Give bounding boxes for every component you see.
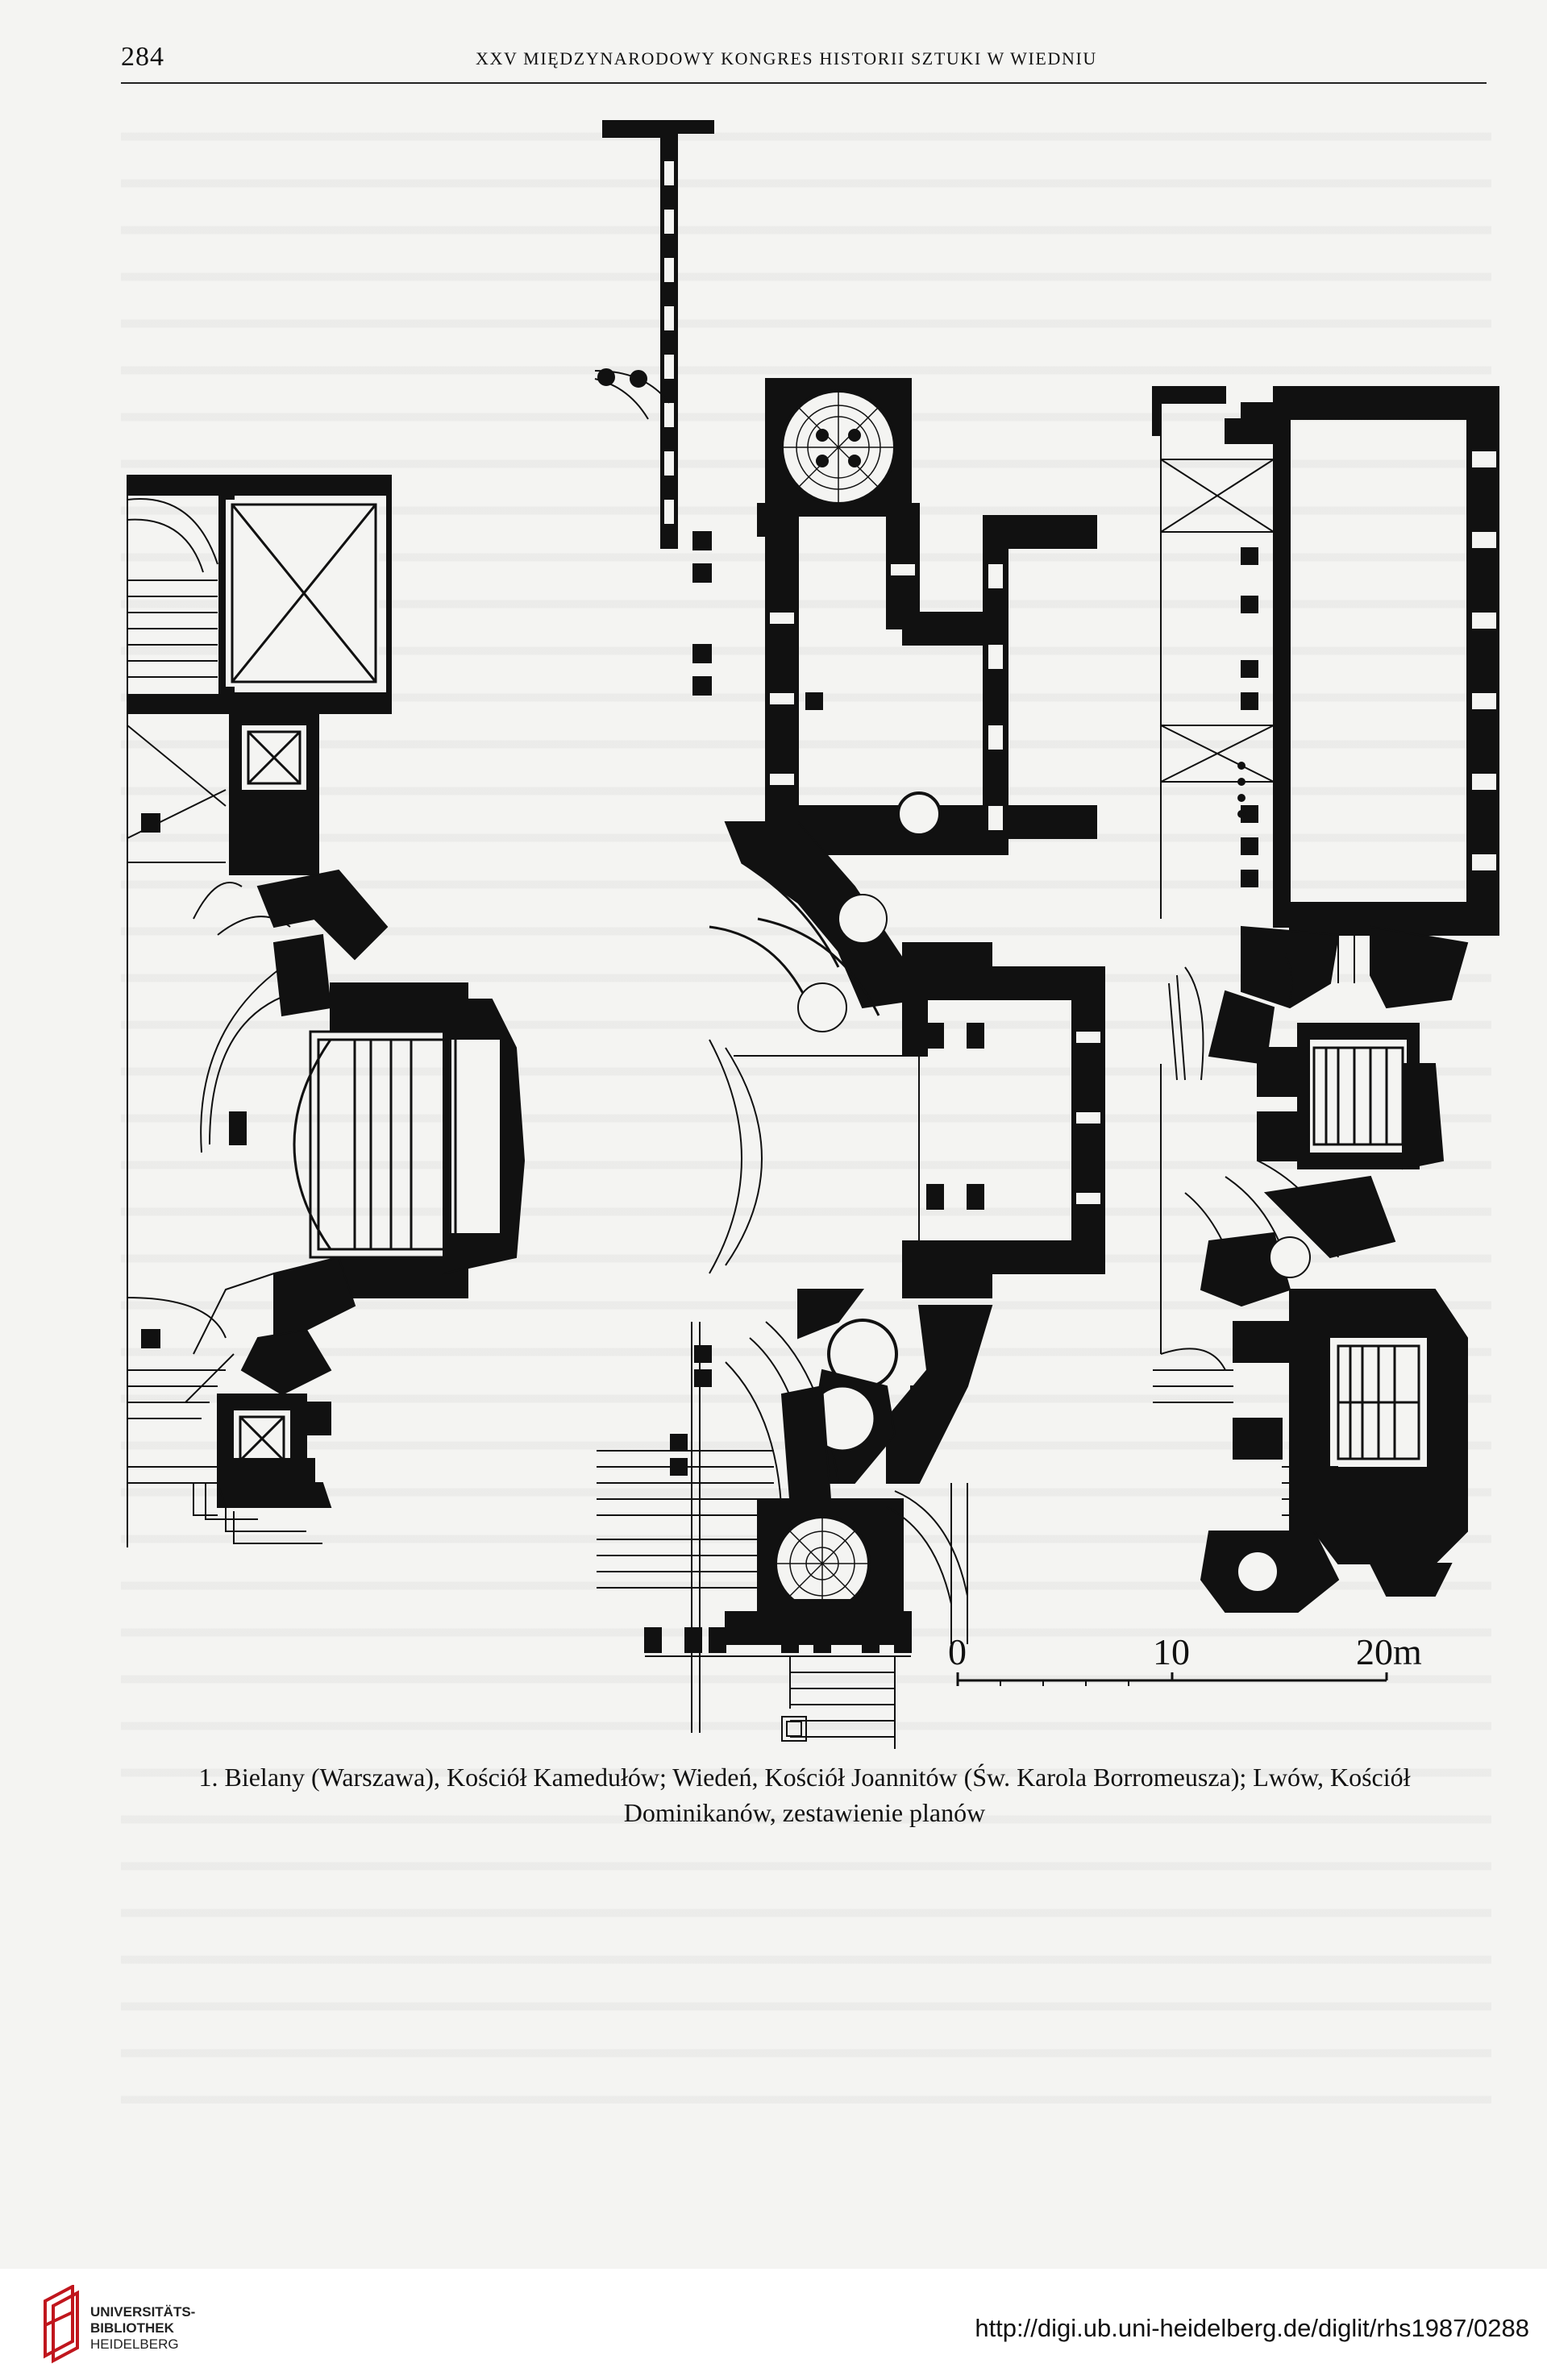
library-name-line-2: BIBLIOTHEK <box>90 2320 174 2336</box>
church-plans-figure: 0 10 20m <box>127 120 1499 1749</box>
caption-line-2: Dominikanów, zestawienie planów <box>623 1798 986 1827</box>
library-name-line-1: UNIVERSITÄTS- <box>90 2304 196 2320</box>
plan-wien <box>594 120 1105 1749</box>
scale-label-10: 10 <box>1153 1631 1190 1672</box>
library-logo-icon <box>44 2285 79 2364</box>
caption-line-1: 1. Bielany (Warszawa), Kościół Kamedułów… <box>198 1763 1411 1792</box>
scale-label-20m: 20m <box>1356 1631 1422 1672</box>
plan-bielany <box>127 475 526 1547</box>
permalink-url[interactable]: http://digi.ub.uni-heidelberg.de/diglit/… <box>975 2314 1529 2342</box>
running-title: XXV MIĘDZYNARODOWY KONGRES HISTORII SZTU… <box>476 48 1097 69</box>
plan-lwow <box>1152 386 1499 1613</box>
scanned-page: 284 XXV MIĘDZYNARODOWY KONGRES HISTORII … <box>0 0 1547 2269</box>
library-name: UNIVERSITÄTS- BIBLIOTHEK HEIDELBERG <box>90 2304 195 2353</box>
library-name-line-3: HEIDELBERG <box>90 2336 179 2352</box>
figure-caption: 1. Bielany (Warszawa), Kościół Kamedułów… <box>119 1759 1490 1830</box>
page-number: 284 <box>121 42 164 72</box>
scale-bar <box>956 1672 1388 1686</box>
running-head: 284 XXV MIĘDZYNARODOWY KONGRES HISTORII … <box>121 42 1487 84</box>
scale-label-0: 0 <box>948 1631 967 1672</box>
digitization-footer: UNIVERSITÄTS- BIBLIOTHEK HEIDELBERG http… <box>0 2269 1547 2380</box>
